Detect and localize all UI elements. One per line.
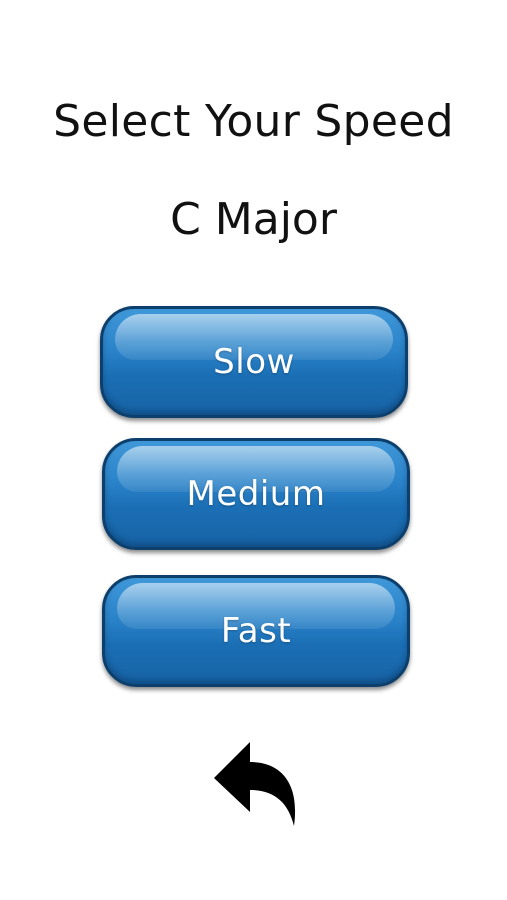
slow-button[interactable]: Slow (100, 306, 408, 418)
medium-button-label: Medium (186, 474, 326, 514)
page-title: Select Your Speed (53, 96, 454, 147)
fast-button-label: Fast (220, 611, 292, 651)
medium-button[interactable]: Medium (102, 438, 410, 550)
button-gloss (115, 314, 393, 360)
back-button[interactable] (208, 736, 304, 832)
fast-button[interactable]: Fast (102, 575, 410, 687)
button-gloss (117, 583, 395, 629)
key-label: C Major (170, 194, 337, 245)
slow-button-label: Slow (213, 342, 295, 382)
button-gloss (117, 446, 395, 492)
back-arrow-icon (214, 742, 296, 826)
